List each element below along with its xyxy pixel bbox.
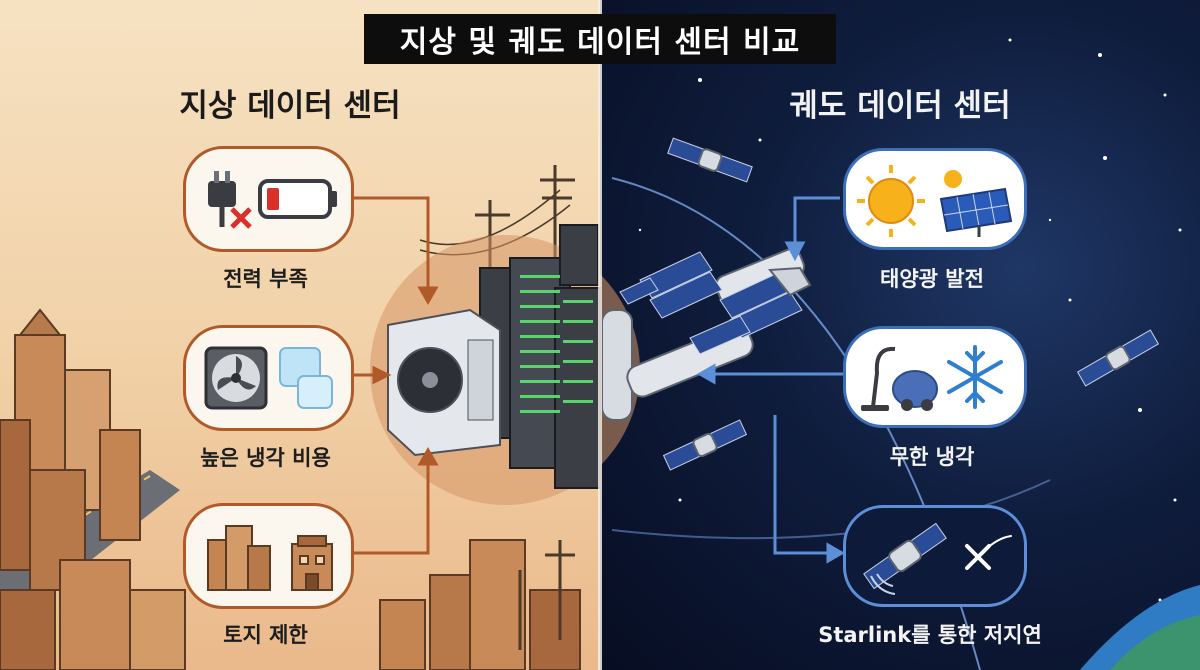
vacuum-cleaner-icon [861,346,938,411]
starlink-card [843,505,1027,607]
main-title: 지상 및 궤도 데이터 센터 비교 [364,14,836,64]
ice-cubes-icon [278,347,333,409]
cooling-fan-icon [204,346,267,410]
stars [638,38,1182,602]
solar-power-label: 태양광 발전 [880,267,984,291]
snowflake-icon [947,345,1003,409]
infinite-cooling-label: 무한 냉각 [889,445,975,469]
power-plug-icon [207,171,236,227]
cooling-cost-card [183,325,354,431]
right-arrows [696,196,846,564]
city-buildings-icon [206,525,333,591]
signal-waves-icon [870,573,896,595]
city-skyline [0,308,581,670]
air-conditioner-unit [387,308,501,457]
server-lights [520,275,593,413]
land-limit-label: 토지 제한 [223,623,308,647]
solar-panel-icon [939,187,1013,237]
power-shortage-label: 전력 부족 [223,267,308,291]
space-station [601,248,812,421]
land-limit-card [183,503,354,609]
satellite-right [1076,329,1160,387]
satellite-icon [863,522,947,590]
satellite-top [667,137,753,183]
ground-heading: 지상 데이터 센터 [179,88,401,124]
infinite-cooling-card [843,326,1027,428]
left-arrows [350,196,439,555]
starlink-x-logo-icon [965,535,1012,570]
solar-power-card [843,148,1027,250]
orbital-heading: 궤도 데이터 센터 [789,88,1011,124]
sun-icon [857,165,962,237]
center-divider [598,0,602,670]
red-x-icon [229,207,252,229]
starlink-label: Starlink를 통한 저지연 [818,623,1042,647]
empty-battery-icon [257,179,337,219]
power-shortage-card [183,146,354,252]
cooling-cost-label: 높은 냉각 비용 [200,446,331,470]
satellite-mid [662,419,748,471]
